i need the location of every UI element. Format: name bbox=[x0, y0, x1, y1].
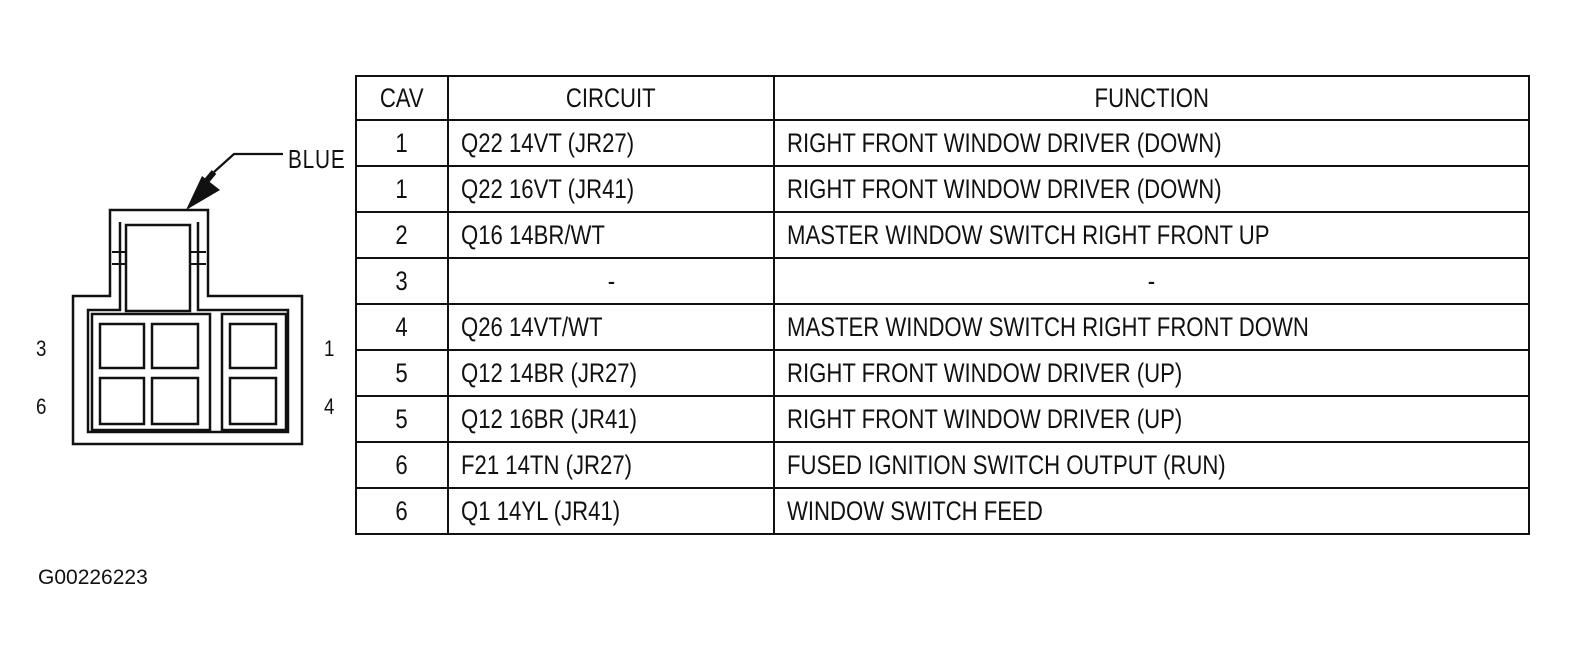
cavity-1 bbox=[228, 322, 278, 370]
cell-circuit: Q1 14YL (JR41) bbox=[447, 487, 775, 535]
cavity-3 bbox=[98, 322, 146, 370]
cavity-label-6: 6 bbox=[36, 394, 47, 419]
table-row: 1 Q22 16VT (JR41) RIGHT FRONT WINDOW DRI… bbox=[355, 165, 1530, 213]
cell-function: RIGHT FRONT WINDOW DRIVER (UP) bbox=[773, 349, 1530, 397]
cell-circuit: Q22 16VT (JR41) bbox=[447, 165, 775, 213]
cell-function: - bbox=[773, 257, 1530, 305]
cell-function: RIGHT FRONT WINDOW DRIVER (DOWN) bbox=[773, 165, 1530, 213]
table-row: 4 Q26 14VT/WT MASTER WINDOW SWITCH RIGHT… bbox=[355, 303, 1530, 351]
blue-leader-line bbox=[213, 152, 283, 173]
cell-circuit: - bbox=[447, 257, 775, 305]
table-row: 1 Q22 14VT (JR27) RIGHT FRONT WINDOW DRI… bbox=[355, 119, 1530, 167]
cell-cav: 4 bbox=[355, 303, 449, 351]
figure-id: G00226223 bbox=[38, 566, 148, 589]
cell-function: RIGHT FRONT WINDOW DRIVER (DOWN) bbox=[773, 119, 1530, 167]
cell-function: RIGHT FRONT WINDOW DRIVER (UP) bbox=[773, 395, 1530, 443]
cavity-block-right bbox=[220, 312, 288, 432]
table-row: 2 Q16 14BR/WT MASTER WINDOW SWITCH RIGHT… bbox=[355, 211, 1530, 259]
cavity-block-left bbox=[90, 312, 212, 432]
cell-cav: 6 bbox=[355, 487, 449, 535]
connector-color-label: BLUE bbox=[288, 144, 346, 174]
cell-cav: 6 bbox=[355, 441, 449, 489]
cavity-5 bbox=[150, 376, 200, 426]
cell-circuit: Q12 14BR (JR27) bbox=[447, 349, 775, 397]
cell-circuit: Q12 16BR (JR41) bbox=[447, 395, 775, 443]
cavity-2 bbox=[150, 322, 200, 370]
cavity-4 bbox=[228, 376, 278, 426]
cavity-label-4: 4 bbox=[324, 394, 335, 419]
pinout-table: CAV CIRCUIT FUNCTION 1 Q22 14VT (JR27) R… bbox=[355, 75, 1530, 535]
header-function: FUNCTION bbox=[773, 75, 1530, 121]
cavity-label-1: 1 bbox=[324, 336, 335, 361]
cell-function: FUSED IGNITION SWITCH OUTPUT (RUN) bbox=[773, 441, 1530, 489]
cell-function: MASTER WINDOW SWITCH RIGHT FRONT DOWN bbox=[773, 303, 1530, 351]
cavity-6 bbox=[98, 376, 146, 426]
cell-circuit: Q22 14VT (JR27) bbox=[447, 119, 775, 167]
cell-cav: 1 bbox=[355, 119, 449, 167]
cell-cav: 2 bbox=[355, 211, 449, 259]
table-row: 3 - - bbox=[355, 257, 1530, 305]
table-row: 6 Q1 14YL (JR41) WINDOW SWITCH FEED bbox=[355, 487, 1530, 535]
connector-housing-inner bbox=[86, 222, 290, 434]
cell-cav: 5 bbox=[355, 395, 449, 443]
cell-cav: 5 bbox=[355, 349, 449, 397]
connector-housing-outline bbox=[71, 208, 304, 446]
blue-arrow-icon bbox=[186, 176, 220, 210]
cell-circuit: Q16 14BR/WT bbox=[447, 211, 775, 259]
cell-cav: 1 bbox=[355, 165, 449, 213]
cell-cav: 3 bbox=[355, 257, 449, 305]
cell-function: WINDOW SWITCH FEED bbox=[773, 487, 1530, 535]
cavity-label-3: 3 bbox=[36, 336, 47, 361]
table-header-row: CAV CIRCUIT FUNCTION bbox=[355, 75, 1530, 121]
table-row: 6 F21 14TN (JR27) FUSED IGNITION SWITCH … bbox=[355, 441, 1530, 489]
cell-function: MASTER WINDOW SWITCH RIGHT FRONT UP bbox=[773, 211, 1530, 259]
header-cav: CAV bbox=[355, 75, 449, 121]
connector-lock-tab bbox=[124, 223, 192, 313]
connector-face-diagram bbox=[71, 152, 304, 446]
table-row: 5 Q12 14BR (JR27) RIGHT FRONT WINDOW DRI… bbox=[355, 349, 1530, 397]
cell-circuit: Q26 14VT/WT bbox=[447, 303, 775, 351]
cell-circuit: F21 14TN (JR27) bbox=[447, 441, 775, 489]
header-circuit: CIRCUIT bbox=[447, 75, 775, 121]
table-row: 5 Q12 16BR (JR41) RIGHT FRONT WINDOW DRI… bbox=[355, 395, 1530, 443]
